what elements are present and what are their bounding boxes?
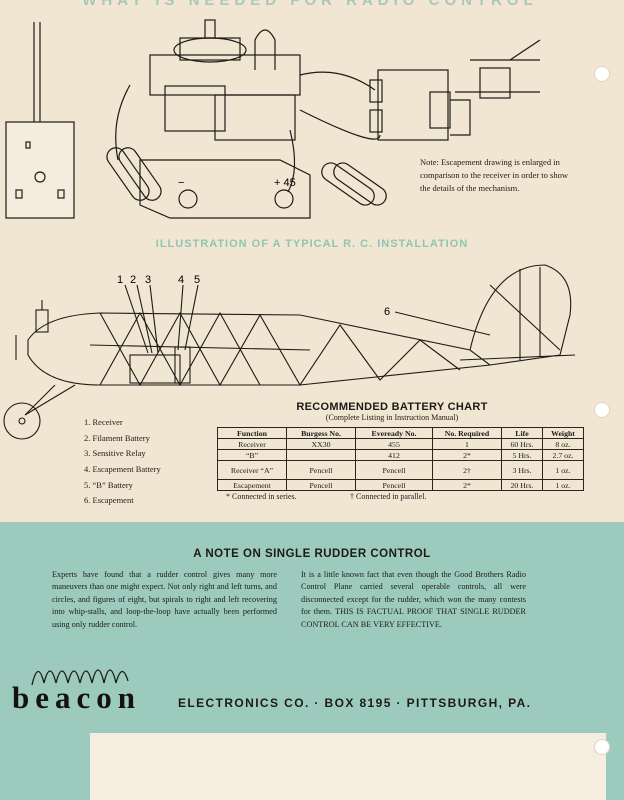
table-header: Life [501,427,543,439]
rc-installation-illustration: − + 45 [5,19,541,219]
binder-hole [594,66,610,82]
table-cell: 5 Hrs. [501,449,543,461]
battery-chart-subtitle: (Complete Listing in Instruction Manual) [325,413,459,422]
table-header: Function [217,427,287,439]
callout-5: 5 [194,274,200,286]
table-cell: XX30 [286,438,356,450]
company-address: ELECTRONICS CO. · BOX 8195 · PITTSBURGH,… [178,696,532,710]
table-row: “B” 412 2* 5 Hrs. 2.7 oz. [217,449,584,461]
table-header: No. Required [432,427,502,439]
component-legend: 1. Receiver 2. Filament Battery 3. Sensi… [84,417,214,511]
rudder-note-title: A NOTE ON SINGLE RUDDER CONTROL [193,548,431,560]
table-cell: 1 oz. [542,479,584,491]
legend-item: 4. Escapement Battery [84,464,161,475]
callout-6: 6 [384,306,390,318]
table-row: Receiver “A” Pencell Pencell 2† 3 Hrs. 1… [217,460,584,480]
table-header: Weight [542,427,584,439]
minus-label: − [178,177,184,189]
table-row: Receiver XX30 455 1 60 Hrs. 8 oz. [217,438,584,450]
binder-hole [594,739,610,755]
illustration-caption: ILLUSTRATION OF A TYPICAL R. C. INSTALLA… [155,238,469,250]
table-cell: 1 [432,438,502,450]
rudder-note-right: It is a little known fact that even thou… [301,570,526,617]
table-cell: Pencell [286,479,356,491]
battery-label: + 45 [274,177,296,189]
table-header: Eveready No. [355,427,433,439]
table-cell: 20 Hrs. [501,479,543,491]
rudder-note-emphasis: THIS IS FACTUAL PROOF THAT SINGLE RUDDER… [301,607,527,629]
table-cell: 455 [355,438,433,450]
table-header-row: Function Burgess No. Eveready No. No. Re… [217,427,584,439]
binder-hole [594,402,610,418]
page-title: WHAT IS NEEDED FOR RADIO CONTROL [82,0,538,9]
table-cell: 3 Hrs. [501,460,543,480]
footnote-parallel: † Connected in parallel. [350,492,427,501]
table-cell: 2† [432,460,502,480]
beacon-logo: beacon [12,680,141,715]
table-cell: Receiver “A” [217,460,287,480]
battery-chart-title: RECOMMENDED BATTERY CHART [296,401,488,413]
legend-item: 6. Escapement [84,495,134,506]
waveform-logo-icon [31,669,129,686]
table-cell: 412 [355,449,433,461]
rudder-note-right-block: It is a little known fact that even thou… [301,569,526,631]
table-cell: 2.7 oz. [542,449,584,461]
table-cell: 2* [432,479,502,491]
callout-4: 4 [178,274,184,286]
footnote-series: * Connected in series. [226,492,297,501]
legend-item: 2. Filament Battery [84,432,150,443]
table-cell: Pencell [355,460,433,480]
table-cell: Receiver [217,438,287,450]
legend-item: 1. Receiver [84,417,123,427]
battery-table: Function Burgess No. Eveready No. No. Re… [217,427,584,491]
table-cell: Escapement [217,479,287,491]
table-cell: 8 oz. [542,438,584,450]
escapement-note: Note: Escapement drawing is enlarged in … [420,157,568,193]
airplane-diagram: 1 2 3 4 5 6 [3,264,576,440]
legend-item: 5. “B” Battery [84,479,133,490]
table-cell: 1 oz. [542,460,584,480]
table-cell: 2* [432,449,502,461]
table-row: Escapement Pencell Pencell 2* 20 Hrs. 1 … [217,479,584,491]
callout-3: 3 [145,274,151,286]
table-cell: 60 Hrs. [501,438,543,450]
table-cell: Pencell [286,460,356,480]
table-cell: “B” [217,449,287,461]
blank-label-area [90,733,606,800]
callout-2: 2 [130,274,136,286]
table-header: Burgess No. [286,427,356,439]
table-cell: Pencell [355,479,433,491]
callout-1: 1 [117,274,123,286]
rudder-note-left: Experts have found that a rudder control… [52,570,277,629]
legend-item: 3. Sensitive Relay [84,448,146,459]
table-cell [286,449,356,461]
